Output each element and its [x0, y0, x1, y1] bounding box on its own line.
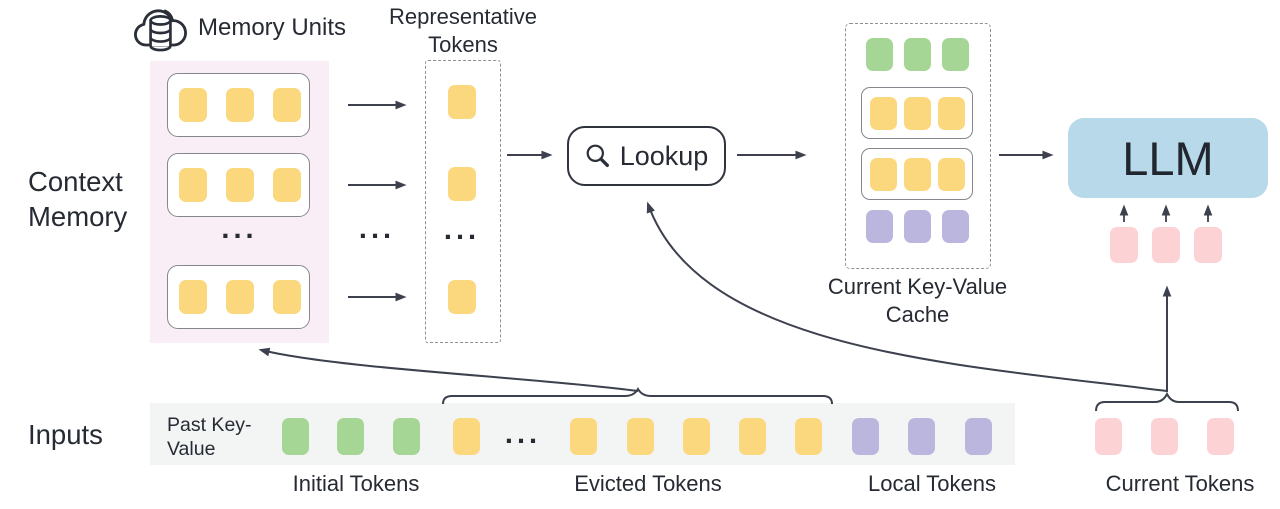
representative-token: [448, 280, 476, 314]
kv-token-yellow: [179, 280, 207, 314]
memory-unit: [167, 153, 310, 217]
cloud-database-icon: [134, 9, 187, 52]
current-token: [1207, 418, 1234, 455]
kv-token-yellow: [226, 280, 254, 314]
initial-token: [282, 418, 309, 455]
kv-token-yellow: [179, 88, 207, 122]
current-token: [1152, 227, 1180, 263]
current-tokens-label: Current Tokens: [1105, 471, 1255, 496]
arrow-evicted-to-memory: [258, 347, 639, 392]
evicted-token: [683, 418, 710, 455]
kv-token-yellow: [870, 97, 897, 130]
kv-token-yellow: [179, 168, 207, 202]
kv-token-yellow: [226, 88, 254, 122]
kv-token-yellow: [938, 158, 965, 191]
current-tokens-brace: [1095, 391, 1239, 412]
kv-token-purple: [904, 210, 931, 243]
local-token: [965, 418, 992, 455]
initial-token: [393, 418, 420, 455]
evicted-tokens-label: Evicted Tokens: [574, 471, 722, 496]
memory-units-label: Memory Units: [198, 14, 347, 41]
kv-token-green: [942, 38, 969, 71]
past-key-value-label: Past Key-Value: [167, 414, 252, 460]
evicted-tokens-brace: [442, 386, 833, 405]
local-token: [908, 418, 935, 455]
representative-token: [448, 85, 476, 119]
current-kv-cache-box: [845, 23, 991, 269]
inputs-label: Inputs: [28, 419, 103, 450]
cache-memory-unit: [861, 87, 973, 139]
evicted-token: [627, 418, 654, 455]
representative-token: [448, 167, 476, 201]
current-token: [1151, 418, 1178, 455]
middle-ellipsis: ...: [358, 213, 396, 245]
kv-token-green: [866, 38, 893, 71]
kv-token-green: [904, 38, 931, 71]
context-memory-label: Context Memory: [28, 166, 128, 232]
representative-ellipsis: ...: [443, 214, 481, 246]
kv-token-yellow: [904, 97, 931, 130]
representative-tokens-label: Representative Tokens: [389, 4, 537, 57]
current-token: [1110, 227, 1138, 263]
lookup-button: Lookup: [567, 126, 726, 186]
kv-token-yellow: [938, 97, 965, 130]
kv-token-purple: [866, 210, 893, 243]
llm-box: LLM: [1068, 118, 1268, 198]
cache-memory-unit: [861, 148, 973, 200]
context-memory-panel: ...: [150, 61, 329, 343]
representative-tokens-box: ...: [425, 60, 501, 343]
evicted-token: [795, 418, 822, 455]
memory-units-header: Memory Units: [131, 2, 346, 54]
lookup-label: Lookup: [619, 140, 709, 171]
kv-token-yellow: [870, 158, 897, 191]
search-icon: [586, 144, 609, 167]
current-token: [1194, 227, 1222, 263]
local-tokens-label: Local Tokens: [867, 471, 996, 496]
current-token: [1095, 418, 1122, 455]
initial-tokens-label: Initial Tokens: [292, 471, 420, 496]
kv-token-yellow: [904, 158, 931, 191]
evicted-ellipsis: ...: [504, 418, 542, 450]
local-token: [852, 418, 879, 455]
kv-token-yellow: [273, 280, 301, 314]
evicted-token: [739, 418, 766, 455]
llm-label: LLM: [1122, 131, 1214, 185]
kv-token-yellow: [273, 168, 301, 202]
initial-token: [337, 418, 364, 455]
current-kv-cache-label: Current Key-Value Cache: [827, 274, 1008, 327]
kv-token-yellow: [226, 168, 254, 202]
kv-token-yellow: [273, 88, 301, 122]
kv-token-purple: [942, 210, 969, 243]
memory-unit: [167, 265, 310, 329]
memory-units-ellipsis: ...: [221, 213, 258, 245]
memory-unit: [167, 73, 310, 137]
evicted-token: [453, 418, 480, 455]
evicted-token: [570, 418, 597, 455]
